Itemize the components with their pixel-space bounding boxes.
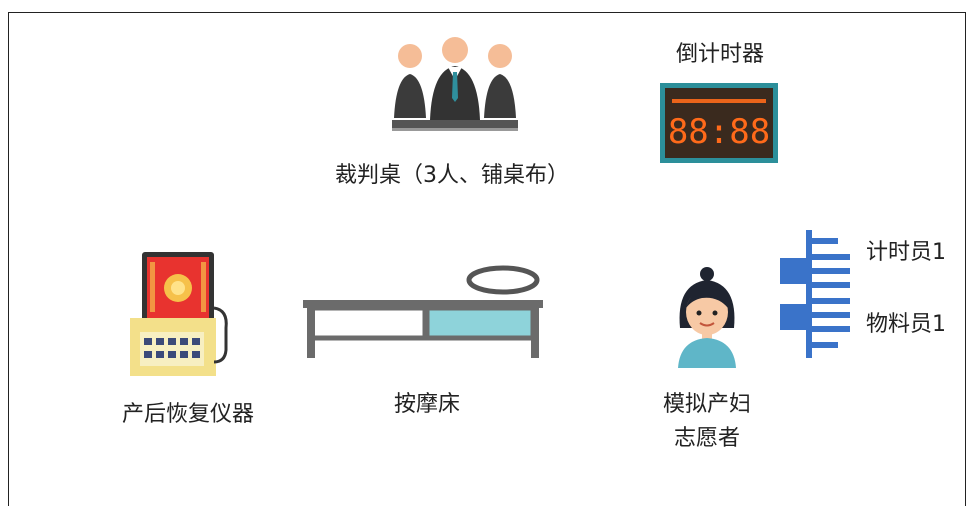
countdown-timer-icon: 88:88: [660, 83, 778, 163]
massage-bed-label: 按摩床: [393, 392, 461, 417]
volunteer-label-line2: 志愿者: [673, 426, 741, 451]
judges-icon: [392, 37, 518, 131]
postpartum-device-icon: [130, 252, 228, 376]
massage-bed-icon: [303, 265, 543, 358]
volunteer-icon: [678, 267, 736, 368]
postpartum-device-label: 产后恢复仪器: [121, 402, 255, 427]
countdown-timer-label: 倒计时器: [675, 42, 765, 67]
judge-table-label: 裁判桌（3人、铺桌布）: [335, 163, 569, 188]
org-chart-icon: [780, 230, 850, 358]
timekeeper-label: 计时员1: [866, 240, 946, 265]
materials-staff-label: 物料员1: [866, 312, 946, 337]
diagram-frame: [8, 12, 966, 506]
timer-display: 88:88: [668, 112, 770, 152]
volunteer-label-line1: 模拟产妇: [662, 392, 752, 417]
